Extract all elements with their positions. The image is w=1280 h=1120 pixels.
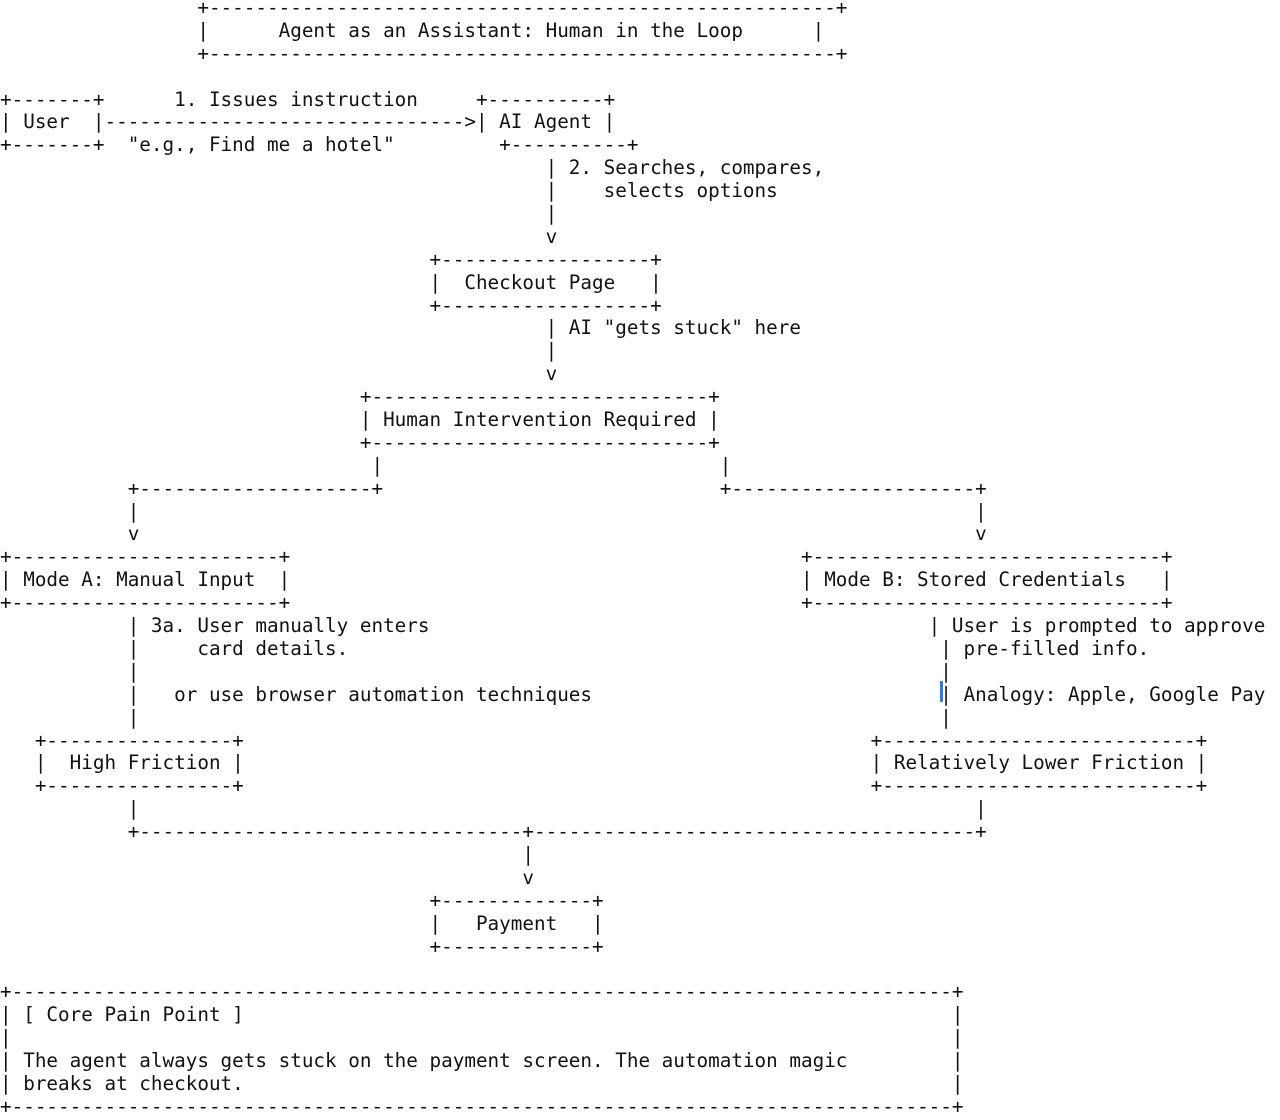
diagram-line: +------------------+ [0,247,662,271]
diagram-line: | | [0,499,987,523]
diagram-line: +---------------------------------+-----… [0,820,987,844]
diagram-line: +-------------+ [0,934,604,958]
payment-box: | Payment | [0,911,604,935]
diagram-line: +-------+ 1. Issues instruction +-------… [0,87,616,111]
friction-boxes-row: | High Friction | | Relatively Lower Fri… [0,751,1208,775]
diagram-line: +----------------+ +--------------------… [0,728,1208,752]
diagram-line: +-------+ "e.g., Find me a hotel" +-----… [0,133,639,157]
diagram-line: | | [0,1026,964,1050]
diagram-line: +----------------+ +--------------------… [0,774,1208,798]
human-intervention-box: | Human Intervention Required | [0,408,720,432]
diagram-line: | card details. | pre-filled info. [0,636,1150,660]
diagram-line: +---------------------------------------… [0,41,848,65]
diagram-line: +---------------------------------------… [0,1094,964,1118]
diagram-line: | 2. Searches, compares, [0,156,825,180]
diagram-line: | selects options [0,179,778,203]
diagram-line: | | [0,797,987,821]
core-pain-point-text: | The agent always gets stuck on the pay… [0,1048,964,1072]
core-pain-point-heading: | [ Core Pain Point ] | [0,1003,964,1027]
checkout-page-box: | Checkout Page | [0,270,662,294]
diagram-line: +---------------------------------------… [0,980,964,1004]
diagram-line: +-------------+ [0,888,604,912]
title-box-top: +---------------------------------------… [0,0,848,19]
diagram-line: | | [0,705,952,729]
diagram-line: v [0,224,558,248]
diagram-line: +-----------------------+ +-------------… [0,591,1173,615]
diagram-line: | | [0,453,732,477]
diagram-line: +-----------------------------+ [0,385,720,409]
core-pain-point-text: | breaks at checkout. | [0,1071,964,1095]
diagram-line: +------------------+ [0,293,662,317]
title-box: | Agent as an Assistant: Human in the Lo… [0,18,825,42]
diagram-line [0,66,1265,89]
diagram-line: | [0,339,558,363]
diagram-line: +--------------------+ +----------------… [0,476,987,500]
text-cursor [940,681,943,702]
diagram-line: | | [0,659,952,683]
diagram-line: v v [0,522,987,546]
diagram-line: v [0,362,558,386]
diagram-line: | AI "gets stuck" here [0,316,801,340]
diagram-line: v [0,865,534,889]
diagram-line: +-----------------------------+ [0,430,720,454]
mode-boxes-row: | Mode A: Manual Input | | Mode B: Store… [0,568,1173,592]
diagram-line: | or use browser automation techniques |… [0,682,1266,706]
diagram-line: | 3a. User manually enters | User is pro… [0,614,1266,638]
diagram-line: | [0,202,558,226]
diagram-line [0,958,1265,981]
diagram-line: | [0,842,534,866]
user-to-agent-row: | User |------------------------------->… [0,110,616,134]
diagram-line: +-----------------------+ +-------------… [0,545,1173,569]
